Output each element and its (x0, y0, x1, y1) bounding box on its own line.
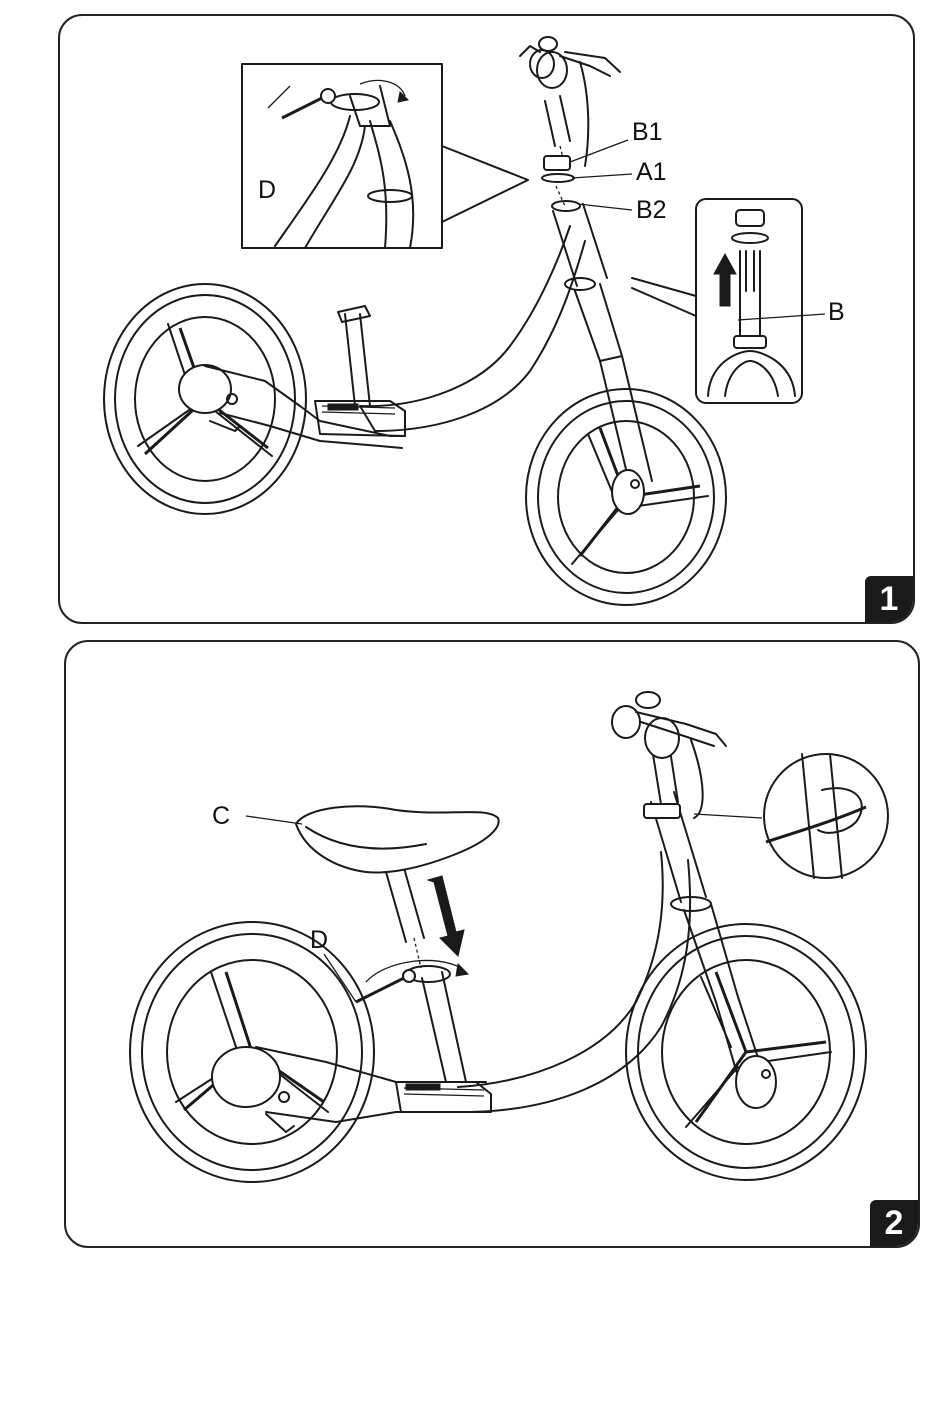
frame (360, 226, 585, 431)
label-b: B (828, 298, 845, 326)
label-b2: B2 (636, 196, 667, 224)
label-b1: B1 (632, 118, 663, 146)
footrest (396, 1082, 491, 1112)
frame (458, 852, 690, 1112)
label-d: D (310, 926, 328, 954)
step-number-badge: 2 (870, 1200, 918, 1246)
handlebar-assembly (520, 37, 620, 211)
step-2-illustration: C D (66, 642, 918, 1246)
label-c: C (212, 802, 230, 830)
label-a1: A1 (636, 158, 667, 186)
step-1-panel: B1 A1 B2 B D 1 (58, 14, 915, 624)
step-1-illustration: B1 A1 B2 B D (60, 16, 913, 622)
front-wheel (626, 924, 866, 1180)
leader-c (246, 816, 302, 824)
step-2-panel: C D 2 (64, 640, 920, 1248)
step-number-badge: 1 (865, 576, 913, 622)
label-d: D (258, 176, 276, 204)
seat-post (338, 306, 370, 406)
insert-arrow (428, 876, 464, 956)
detail-circle-clamp (764, 754, 888, 878)
detail-inset-headset (632, 199, 802, 403)
head-tube (612, 692, 776, 1108)
